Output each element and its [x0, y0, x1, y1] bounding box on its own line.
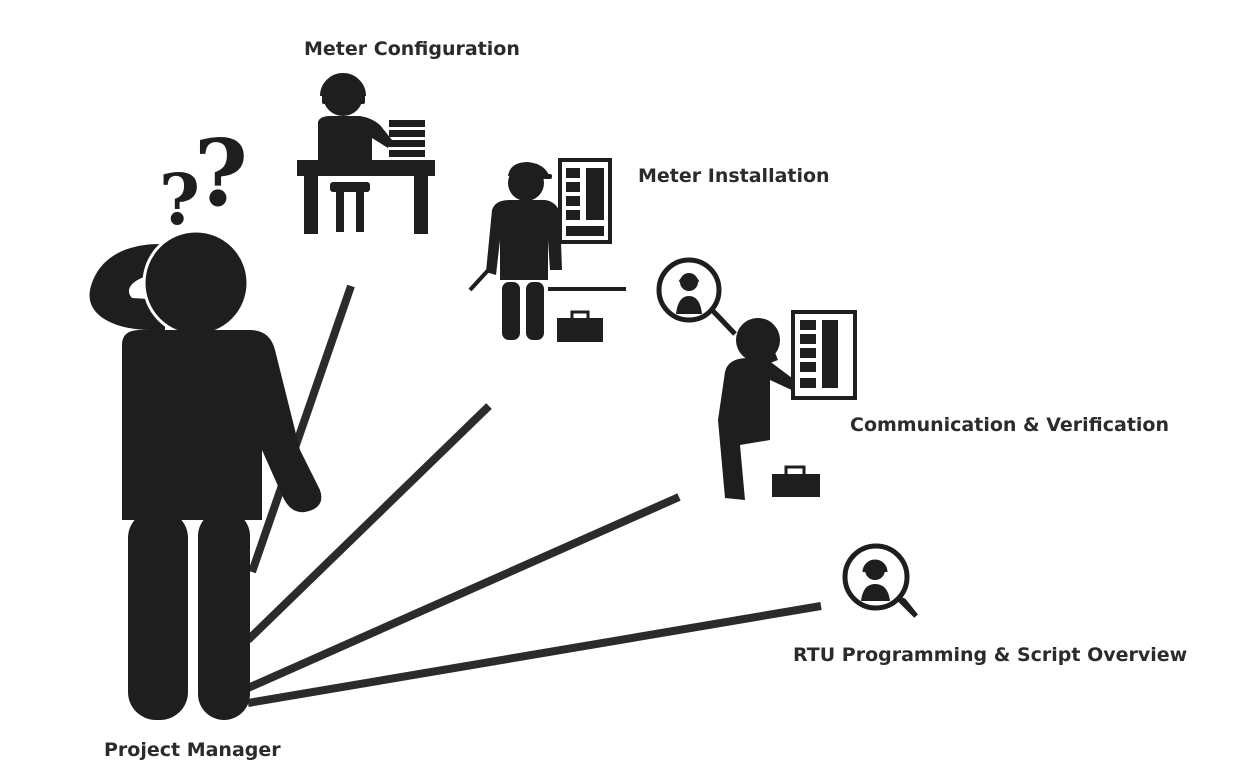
label-meter-installation: Meter Installation	[638, 165, 830, 187]
label-rtu-programming: RTU Programming & Script Overview	[793, 644, 1187, 666]
connector-line-rtu	[247, 602, 822, 707]
question-mark-icon: ?	[194, 119, 248, 227]
connector-line-communication	[246, 493, 681, 692]
connector-line-configuration	[248, 284, 355, 574]
person-on-phone-icon	[656, 257, 857, 500]
connector-line-installation	[245, 403, 492, 643]
question-mark-icon: ?	[159, 158, 200, 241]
label-project-manager: Project Manager	[104, 739, 281, 761]
label-meter-configuration: Meter Configuration	[304, 38, 520, 60]
headset-support-bubble-icon	[842, 543, 918, 618]
connector-lines	[245, 284, 822, 707]
technician-with-cap-icon	[468, 158, 626, 342]
label-communication-verification: Communication & Verification	[850, 414, 1169, 436]
person-at-desk-with-headset-icon	[297, 73, 435, 234]
thinking-person-icon: ? ?	[89, 119, 322, 720]
